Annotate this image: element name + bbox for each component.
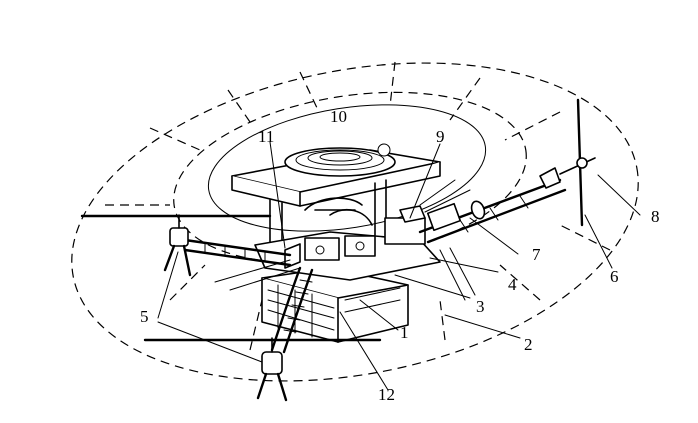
label-9: 9 (436, 127, 445, 146)
lower-box (261, 267, 409, 343)
outer-boundary-ellipse (71, 62, 639, 382)
label-2: 2 (524, 335, 533, 354)
rotor-upper-left (80, 214, 272, 277)
leader-lines (157, 141, 641, 391)
label-11: 11 (258, 127, 274, 146)
radial-dashes (105, 61, 611, 351)
antenna-rods (214, 179, 476, 301)
label-7: 7 (532, 245, 541, 264)
label-12: 12 (378, 385, 395, 404)
callout-labels: 10 11 9 8 7 6 4 3 1 2 12 5 (140, 107, 660, 404)
central-body (254, 205, 441, 281)
label-3: 3 (476, 297, 485, 316)
label-4: 4 (508, 275, 517, 294)
rotor-lower (143, 337, 382, 402)
top-plate (231, 143, 441, 207)
rotor-right (559, 98, 596, 227)
label-5: 5 (140, 307, 149, 326)
label-8: 8 (651, 207, 660, 226)
arm-right (418, 167, 567, 244)
label-6: 6 (610, 267, 619, 286)
label-10: 10 (330, 107, 347, 126)
label-1: 1 (400, 323, 409, 342)
arm-left (183, 238, 292, 267)
